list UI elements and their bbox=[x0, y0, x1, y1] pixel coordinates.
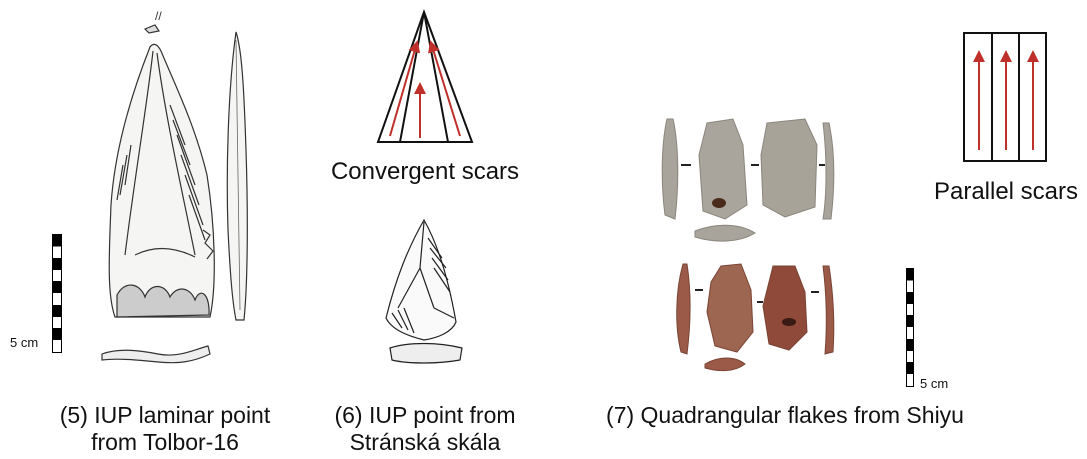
caption-5: (5) IUP laminar point from Tolbor-16 bbox=[20, 402, 310, 456]
caption-7-line1: (7) Quadrangular flakes from Shiyu bbox=[585, 402, 985, 429]
caption-7: (7) Quadrangular flakes from Shiyu bbox=[585, 402, 985, 429]
parallel-scars-diagram bbox=[963, 32, 1049, 164]
iup-point-drawing bbox=[378, 218, 478, 368]
laminar-point-section bbox=[98, 340, 218, 370]
convergent-scars-diagram bbox=[372, 10, 482, 145]
caption-6-line1: (6) IUP point from bbox=[310, 402, 540, 429]
parallel-scars-label: Parallel scars bbox=[925, 178, 1087, 206]
scale-bar-5cm-right bbox=[906, 268, 918, 390]
convergent-scars-label: Convergent scars bbox=[325, 158, 525, 186]
grey-flake-set bbox=[655, 115, 835, 255]
scale-label-right: 5 cm bbox=[920, 376, 948, 391]
caption-5-line2: from Tolbor-16 bbox=[20, 429, 310, 456]
caption-5-line1: (5) IUP laminar point bbox=[20, 402, 310, 429]
scale-label: 5 cm bbox=[10, 335, 38, 350]
caption-6: (6) IUP point from Stránská skála bbox=[310, 402, 540, 456]
laminar-point-drawing: // bbox=[95, 25, 235, 345]
red-flake-set bbox=[665, 262, 845, 382]
svg-text://: // bbox=[155, 9, 162, 23]
scale-bar-5cm-left bbox=[52, 234, 64, 354]
laminar-point-profile bbox=[222, 30, 262, 330]
caption-6-line2: Stránská skála bbox=[310, 429, 540, 456]
